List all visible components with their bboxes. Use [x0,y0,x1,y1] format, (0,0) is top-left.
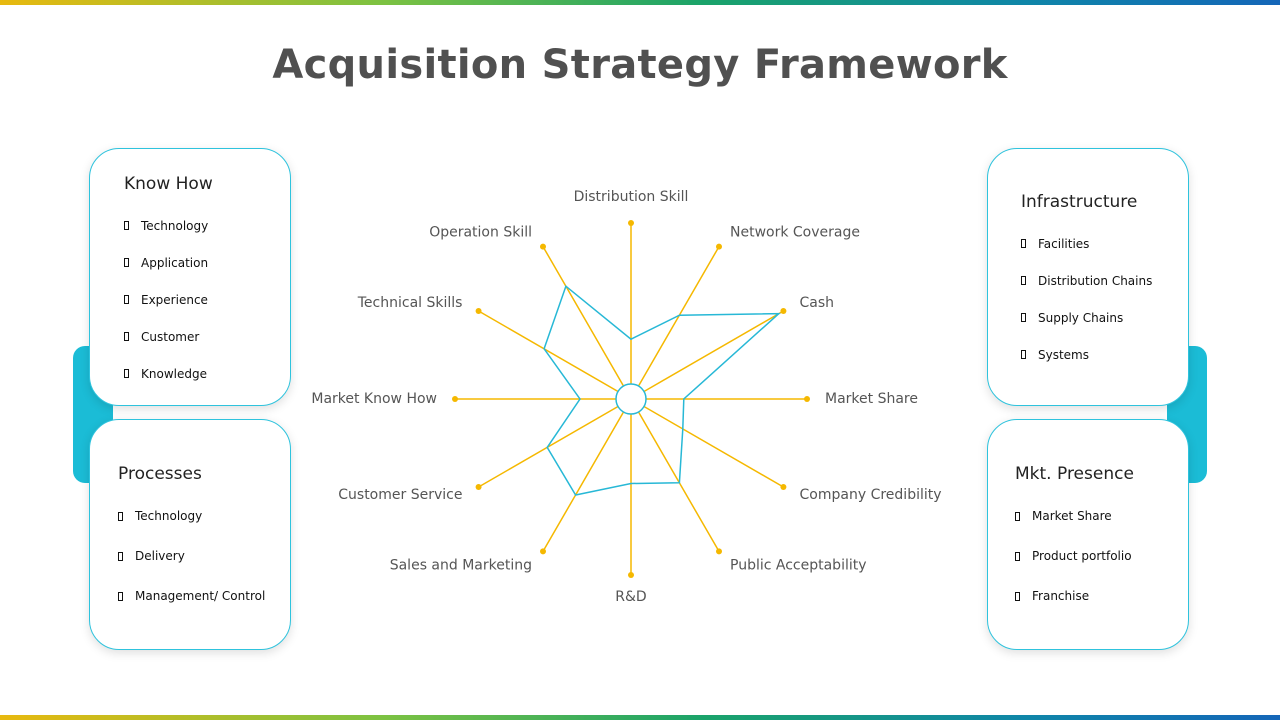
axis-label-distribution-skill: Distribution Skill [574,189,689,205]
axis-label-company-credibility: Company Credibility [800,487,942,503]
bullet-icon [1021,239,1026,248]
spoke-end-dot [780,484,787,490]
spoke-operation-skill [542,246,632,400]
list-item: Product portfolio [1015,536,1132,576]
top-gradient-bar [0,0,1280,5]
list-item: Delivery [118,536,265,576]
processes-card: Processes Technology Delivery Management… [89,419,291,650]
bullet-icon [118,511,123,521]
axis-label-sales-and-marketing: Sales and Marketing [390,557,532,573]
infrastructure-list: Facilities Distribution Chains Supply Ch… [1021,225,1152,373]
bullet-icon [124,332,129,341]
bullet-icon [1015,511,1020,521]
list-item: Systems [1021,336,1152,373]
spoke-end-dot [628,220,634,226]
spoke-company-credibility [630,398,784,488]
spoke-end-dot [540,243,546,250]
list-item: Technology [118,496,265,536]
list-item: Experience [124,281,208,318]
bullet-icon [124,221,129,230]
bullet-icon [118,551,123,561]
axis-label-market-share: Market Share [825,391,918,407]
infrastructure-title: Infrastructure [1021,192,1138,212]
list-item: Market Share [1015,496,1132,536]
mkt-presence-card: Mkt. Presence Market Share Product portf… [987,419,1189,650]
list-item: Management/ Control [118,576,265,616]
bullet-icon [1021,276,1026,285]
page-title: Acquisition Strategy Framework [272,42,1008,88]
bottom-gradient-bar [0,715,1280,720]
axis-label-technical-skills: Technical Skills [357,295,463,311]
axis-label-operation-skill: Operation Skill [429,225,532,241]
spoke-end-dot [780,308,787,314]
spoke-end-dot [716,548,722,555]
processes-title: Processes [118,464,202,484]
infrastructure-card: Infrastructure Facilities Distribution C… [987,148,1189,406]
axis-label-customer-service: Customer Service [338,487,462,503]
radar-shape [543,284,781,496]
bullet-icon [1021,350,1026,359]
list-item: Knowledge [124,355,208,392]
spoke-end-dot [716,243,722,250]
spoke-end-dot [475,308,482,314]
radar-spokes [452,220,810,578]
bullet-icon [124,369,129,378]
spoke-cash [630,310,784,400]
radar-hub [615,383,647,415]
spoke-end-dot [804,396,810,402]
mkt-presence-list: Market Share Product portfolio Franchise [1015,496,1132,616]
know-how-title: Know How [124,174,213,194]
know-how-list: Technology Application Experience Custom… [124,207,208,392]
mkt-presence-title: Mkt. Presence [1015,464,1134,484]
axis-label-public-acceptability: Public Acceptability [730,557,867,573]
processes-list: Technology Delivery Management/ Control [118,496,265,616]
list-item: Franchise [1015,576,1132,616]
list-item: Customer [124,318,208,355]
spoke-technical-skills [478,310,632,400]
axis-label-r-d: R&D [615,589,646,605]
spoke-end-dot [628,572,634,578]
spoke-public-acceptability [630,398,720,552]
list-item: Facilities [1021,225,1152,262]
spoke-network-coverage [630,246,720,400]
bullet-icon [124,295,129,304]
know-how-card: Know How Technology Application Experien… [89,148,291,406]
spoke-customer-service [478,398,632,488]
axis-label-network-coverage: Network Coverage [730,225,860,241]
bullet-icon [1015,591,1020,601]
axis-label-cash: Cash [800,295,835,311]
list-item: Application [124,244,208,281]
spoke-sales-and-marketing [542,398,632,552]
bullet-icon [124,258,129,267]
bullet-icon [118,591,123,601]
list-item: Distribution Chains [1021,262,1152,299]
spoke-end-dot [475,484,482,490]
axis-label-market-know-how: Market Know How [311,391,437,407]
list-item: Technology [124,207,208,244]
bullet-icon [1015,551,1020,561]
spoke-end-dot [540,548,546,555]
bullet-icon [1021,313,1026,322]
list-item: Supply Chains [1021,299,1152,336]
spoke-end-dot [452,396,458,402]
